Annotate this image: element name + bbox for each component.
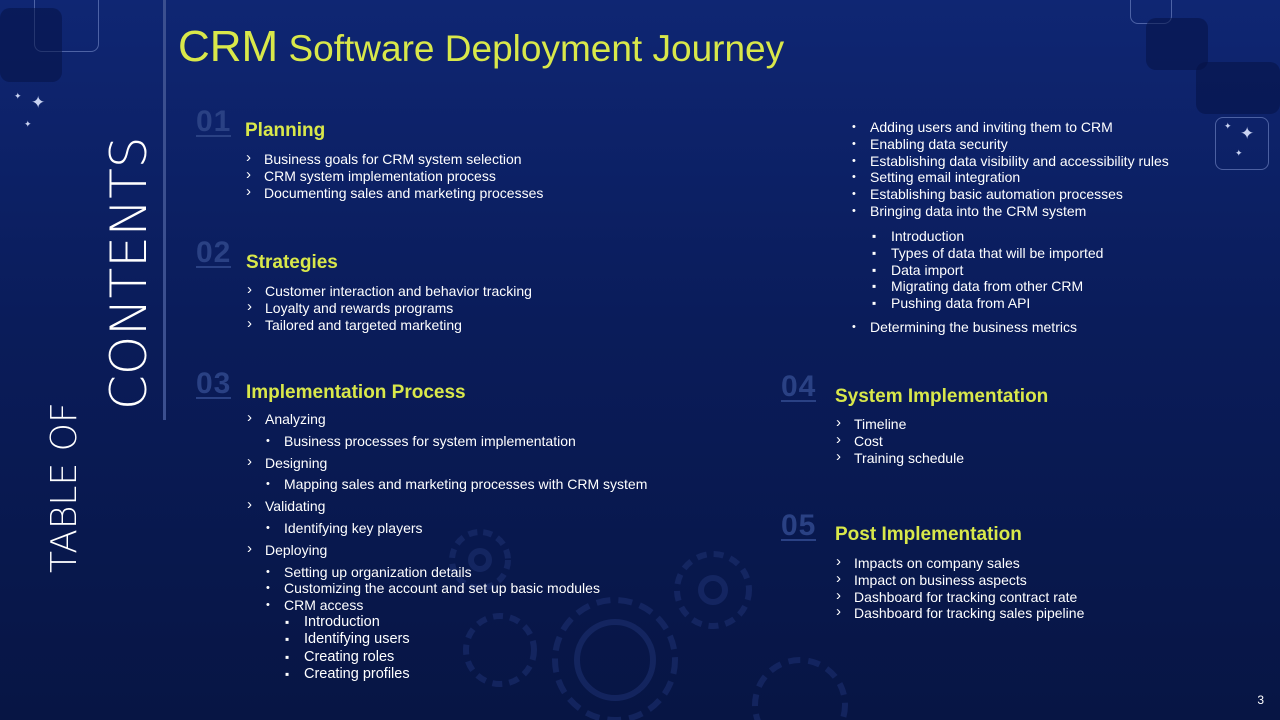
section-number-04: 04 — [781, 370, 817, 403]
sparkle-icon: ✦ — [24, 120, 32, 130]
sparkle-icon: ✦ — [1224, 122, 1232, 132]
list-item: Training schedule — [834, 449, 964, 467]
list-item: Impact on business aspects — [834, 571, 1084, 589]
page-number: 3 — [1257, 693, 1264, 707]
list-item: Enabling data security — [851, 136, 1169, 153]
strategies-list: Customer interaction and behavior tracki… — [245, 282, 532, 334]
list-item: Identifying users — [245, 631, 647, 649]
sparkle-icon: ✦ — [31, 93, 46, 113]
section-number-01: 01 — [196, 105, 232, 138]
crm-access-continued-list: Adding users and inviting them to CRM En… — [851, 119, 1169, 220]
list-item: Timeline — [834, 415, 964, 433]
list-item: Validating — [245, 497, 647, 515]
sparkle-icon: ✦ — [1240, 124, 1255, 144]
crm-access-last-list: Determining the business metrics — [851, 319, 1077, 336]
system-implementation-list: Timeline Cost Training schedule — [834, 415, 964, 467]
list-item: Setting email integration — [851, 169, 1169, 186]
list-item: Loyalty and rewards programs — [245, 299, 532, 317]
list-item: Data import — [871, 262, 1103, 279]
list-item: Migrating data from other CRM — [871, 278, 1103, 295]
list-item: Tailored and targeted marketing — [245, 316, 532, 334]
list-item: Setting up organization details — [245, 564, 647, 581]
title-crm: CRM — [178, 22, 279, 71]
list-item: Customer interaction and behavior tracki… — [245, 282, 532, 300]
post-implementation-list: Impacts on company sales Impact on busin… — [834, 554, 1084, 622]
side-title-table-of: TABLE OF — [44, 402, 85, 573]
list-item: Cost — [834, 432, 964, 450]
list-item: Deploying — [245, 541, 647, 559]
list-item: Pushing data from API — [871, 295, 1103, 312]
section-heading-post-implementation: Post Implementation — [835, 524, 1022, 545]
list-item: Types of data that will be imported — [871, 245, 1103, 262]
section-number-03: 03 — [196, 367, 232, 400]
page-title: CRM Software Deployment Journey — [178, 22, 784, 72]
sparkle-icon: ✦ — [14, 92, 22, 102]
list-item: Establishing basic automation processes — [851, 186, 1169, 203]
decor-dark-square — [1196, 62, 1280, 114]
list-item: Determining the business metrics — [851, 319, 1077, 336]
side-title-contents: CONTENTS — [100, 136, 158, 411]
list-item: Mapping sales and marketing processes wi… — [245, 476, 647, 493]
section-heading-planning: Planning — [245, 120, 326, 141]
sparkle-icon: ✦ — [1235, 149, 1243, 159]
list-item: Customizing the account and set up basic… — [245, 580, 647, 597]
list-item: Dashboard for tracking sales pipeline — [834, 604, 1084, 622]
section-heading-implementation-process: Implementation Process — [246, 382, 466, 403]
decor-dark-square — [0, 8, 62, 82]
decor-dark-square — [1146, 18, 1208, 70]
section-heading-strategies: Strategies — [246, 252, 338, 273]
decor-rounded-square — [1215, 117, 1269, 170]
data-import-sublist: Introduction Types of data that will be … — [871, 228, 1103, 312]
title-rest: Software Deployment Journey — [288, 28, 785, 69]
vertical-divider — [163, 0, 166, 420]
planning-list: Business goals for CRM system selection … — [244, 150, 543, 202]
list-item: Introduction — [245, 614, 647, 632]
list-item: Business processes for system implementa… — [245, 433, 647, 450]
list-item: Introduction — [871, 228, 1103, 245]
implementation-process-list: Analyzing Business processes for system … — [245, 410, 647, 684]
list-item: Creating profiles — [245, 666, 647, 684]
list-item: Creating roles — [245, 649, 647, 667]
list-item: Impacts on company sales — [834, 554, 1084, 572]
list-item: Establishing data visibility and accessi… — [851, 153, 1169, 170]
list-item: Designing — [245, 454, 647, 472]
list-item: Business goals for CRM system selection — [244, 150, 543, 168]
list-item: CRM system implementation process — [244, 167, 543, 185]
list-item: Dashboard for tracking contract rate — [834, 588, 1084, 606]
list-item: Documenting sales and marketing processe… — [244, 184, 543, 202]
list-item: Identifying key players — [245, 520, 647, 537]
list-item: CRM access — [245, 597, 647, 614]
section-number-05: 05 — [781, 509, 817, 542]
section-heading-system-implementation: System Implementation — [835, 386, 1049, 407]
section-number-02: 02 — [196, 236, 232, 269]
list-item: Bringing data into the CRM system — [851, 203, 1169, 220]
list-item: Analyzing — [245, 410, 647, 428]
list-item: Adding users and inviting them to CRM — [851, 119, 1169, 136]
